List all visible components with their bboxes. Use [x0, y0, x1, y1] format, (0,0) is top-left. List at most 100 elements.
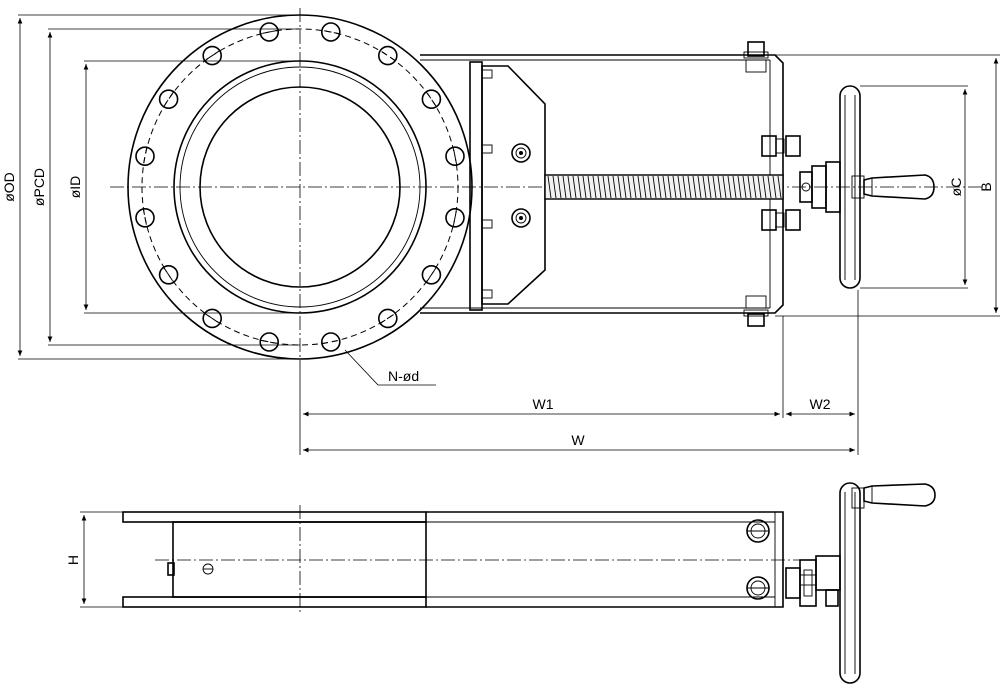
- bolt-hole: [445, 146, 465, 166]
- stem-thread: [772, 175, 777, 199]
- gland-nut-top: [511, 143, 531, 163]
- bolt-hole-centerline: [204, 50, 220, 62]
- gland-bolt: [481, 219, 493, 229]
- stem-thread: [722, 175, 727, 199]
- bolt-hole-centerline: [425, 91, 437, 107]
- pcd-label: øPCD: [31, 168, 47, 206]
- drain-plug: [167, 562, 175, 576]
- bolt-hole-centerline: [260, 29, 279, 35]
- bolt-hole: [445, 208, 465, 228]
- body-block: [172, 521, 427, 598]
- top-view-frame: [426, 511, 784, 608]
- handwheel-handle: [863, 174, 935, 200]
- stem-thread: [677, 175, 682, 199]
- bolt-hole: [421, 264, 442, 285]
- bolt-hole: [320, 332, 341, 352]
- n-d-leader: [344, 349, 379, 386]
- gland-bolt: [481, 289, 493, 299]
- bolt-hole-centerline: [452, 208, 458, 227]
- bolt-hole-centerline: [425, 267, 437, 283]
- stem-thread: [597, 175, 602, 199]
- stem-thread: [627, 175, 632, 199]
- w-label: W: [571, 432, 585, 448]
- stem-thread: [717, 175, 722, 199]
- stem-thread: [587, 175, 592, 199]
- yoke-nut-lower: [761, 209, 801, 231]
- bolt-hole-centerline: [204, 312, 220, 324]
- stem-thread: [552, 175, 557, 199]
- stem-thread: [737, 175, 742, 199]
- bottom-flange-plate: [122, 596, 427, 608]
- stem-thread: [662, 175, 667, 199]
- stem-thread: [667, 175, 672, 199]
- stem-thread: [747, 175, 752, 199]
- stem-thread: [572, 175, 577, 199]
- bolt-hole: [421, 89, 442, 109]
- top-view-frame-bolt-lower: [746, 576, 770, 600]
- bolt-hole: [377, 308, 398, 329]
- w1-label: W1: [533, 396, 554, 412]
- stem-thread: [602, 175, 607, 199]
- stem-thread: [762, 175, 767, 199]
- body-marker: [202, 563, 214, 575]
- stem-thread: [742, 175, 747, 199]
- bolt-hole: [320, 22, 341, 42]
- bolt-hole-centerline: [452, 147, 458, 166]
- front-view-dimensions: øOD øPCD øID øC B N-ød W1 W2: [1, 14, 1000, 455]
- stem-thread: [622, 175, 627, 199]
- bolt-hole-centerline: [142, 208, 148, 227]
- stem-thread: [767, 175, 772, 199]
- stem-thread: [687, 175, 692, 199]
- handwheel-handle-top: [863, 483, 936, 507]
- stem-thread: [577, 175, 582, 199]
- front-view: [110, 8, 985, 370]
- bolt-hole: [259, 332, 280, 352]
- gland-bolt: [481, 69, 493, 79]
- h-label: H: [65, 555, 81, 565]
- stem-thread: [557, 175, 562, 199]
- stem-thread: [642, 175, 647, 199]
- yoke-nut-upper: [761, 135, 801, 157]
- stem-thread: [712, 175, 717, 199]
- top-view: [122, 482, 936, 684]
- n-d-label: N-ød: [388, 368, 419, 384]
- bolt-hole: [158, 264, 179, 285]
- bolt-hole-centerline: [321, 339, 340, 345]
- bolt-hole: [202, 308, 222, 329]
- bolt-holes: [135, 22, 465, 352]
- c-label: øC: [948, 178, 964, 197]
- stem-thread: [612, 175, 617, 199]
- stem-thread: [697, 175, 702, 199]
- bolt-hole-centerline: [321, 29, 340, 35]
- bolt-hole: [135, 208, 155, 228]
- bolt-hole-centerline: [142, 147, 148, 166]
- frame-corner-bolt-top: [743, 41, 769, 73]
- od-label: øOD: [1, 172, 17, 202]
- stem-thread: [752, 175, 757, 199]
- bolt-hole-centerline: [163, 267, 175, 283]
- stem-thread: [732, 175, 737, 199]
- stem-thread: [632, 175, 637, 199]
- stem-thread: [657, 175, 662, 199]
- bolt-hole-centerline: [380, 50, 396, 62]
- id-label: øID: [67, 176, 83, 199]
- stem-thread: [702, 175, 707, 199]
- bolt-hole-centerline: [380, 312, 396, 324]
- stem-thread: [647, 175, 652, 199]
- bolt-hole-centerline: [163, 91, 175, 107]
- frame-corner-bolt-bottom: [743, 295, 769, 327]
- bolt-hole: [259, 22, 280, 42]
- b-label: B: [978, 182, 994, 191]
- stem-thread: [757, 175, 762, 199]
- handwheel-top: [839, 482, 865, 684]
- stem-thread: [582, 175, 587, 199]
- stem-thread: [777, 175, 782, 199]
- stem-thread: [652, 175, 657, 199]
- stem-thread: [727, 175, 732, 199]
- stem-thread: [607, 175, 612, 199]
- stem-thread: [562, 175, 567, 199]
- top-view-hub: [785, 555, 841, 607]
- top-view-dimensions: H: [65, 511, 123, 608]
- stem-thread: [637, 175, 642, 199]
